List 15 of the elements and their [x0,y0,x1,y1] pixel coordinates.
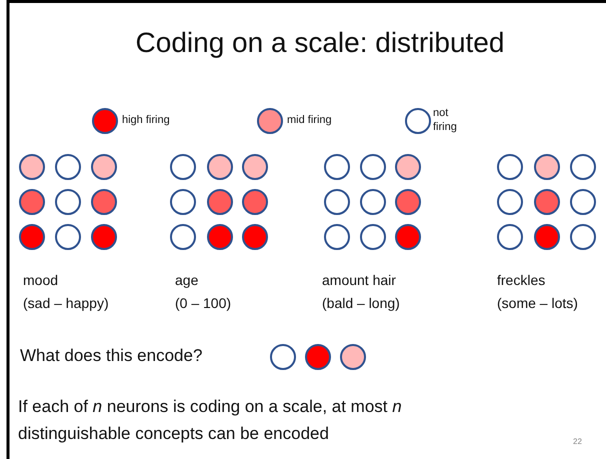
scale-range: (bald – long) [322,295,400,312]
scale-range: (0 – 100) [175,295,232,312]
legend-label: high firing [122,114,170,128]
scale-range: (some – lots) [497,295,578,312]
question-text: What does this encode? [20,346,202,366]
conclusion-text: If each of n neurons is coding on a scale, at most n distinguishable concepts can be encoded [18,396,403,445]
scale-name: freckles [497,272,546,289]
title: Coding on a scale: distributed [134,26,506,60]
scale-name: age [175,272,198,289]
page-number: 22 [573,437,582,447]
legend-label: mid firing [287,114,332,128]
scale-name: amount hair [322,272,396,289]
legend-label: not firing [433,107,458,134]
scale-range: (sad – happy) [23,295,109,312]
scale-name: mood [23,272,58,289]
